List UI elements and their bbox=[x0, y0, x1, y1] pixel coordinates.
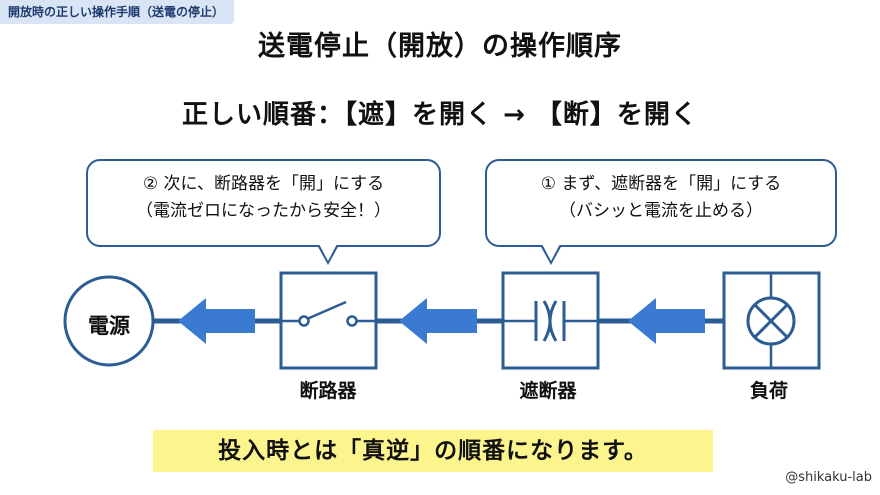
callout-line: ② 次に、断路器を「開」にする bbox=[142, 174, 385, 194]
load-lamp-symbol bbox=[722, 271, 821, 370]
header-tag: 開放時の正しい操作手順（送電の停止） bbox=[0, 0, 235, 24]
current-flow-arrow bbox=[399, 298, 477, 344]
power-source-label: 電源 bbox=[88, 314, 130, 338]
disconnector-symbol bbox=[279, 271, 378, 370]
callout-tail-fill bbox=[542, 244, 560, 261]
current-flow-arrow bbox=[178, 298, 255, 344]
callout-line: （電流ゼロになったから安全！） bbox=[136, 201, 391, 221]
power-source-circle bbox=[63, 275, 155, 367]
disconnector-label: 断路器 bbox=[299, 380, 357, 402]
page-title: 送電停止（開放）の操作順序 bbox=[258, 31, 622, 62]
callout-line: ① まず、遮断器を「開」にする bbox=[540, 174, 782, 194]
current-flow-arrow bbox=[628, 298, 705, 344]
callout-line: （バシッと電流を止める） bbox=[559, 201, 763, 221]
credit-text: @shikaku-lab bbox=[785, 470, 872, 485]
rule-statement: 正しい順番：【遮】を開く → 【断】を開く bbox=[182, 100, 698, 130]
highlight-note: 投入時とは「真逆」の順番になります。 bbox=[153, 430, 713, 472]
circuit-breaker-symbol bbox=[501, 271, 600, 370]
circuit-breaker-callout: ① まず、遮断器を「開」にする （バシッと電流を止める） bbox=[485, 159, 837, 247]
disconnector-callout: ② 次に、断路器を「開」にする （電流ゼロになったから安全！） bbox=[86, 159, 441, 247]
callout-tail-fill bbox=[319, 244, 337, 261]
load-label: 負荷 bbox=[749, 380, 788, 402]
circuit-breaker-label: 遮断器 bbox=[519, 380, 577, 402]
